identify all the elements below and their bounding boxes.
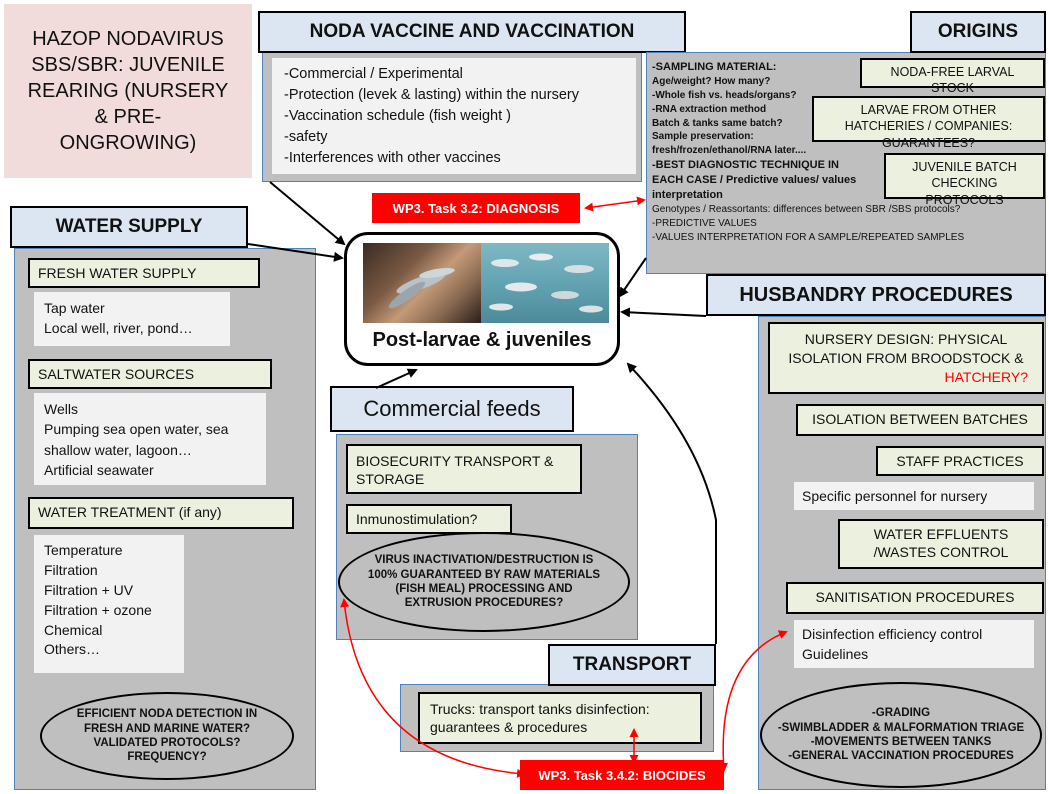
grading-line: -GRADING: [871, 707, 931, 720]
center-label: Post-larvae & juveniles: [372, 329, 592, 351]
husbandry-staff-practices: STAFF PRACTICES: [876, 446, 1044, 476]
saltwater-item: Wells: [44, 401, 78, 417]
saltwater-item: Artificial seawater: [44, 461, 154, 478]
sampling-line: fresh/frozen/ethanol/RNA later....: [652, 145, 807, 157]
arrow-diagnosis-origins: [584, 196, 646, 212]
sampling-line: Sample preservation:: [652, 131, 754, 143]
saltwater-item: shallow water, lagoon…: [44, 441, 192, 458]
fresh-water-list: Tap water Local well, river, pond…: [34, 292, 230, 346]
arrow-feeds-to-center: [375, 368, 418, 389]
sampling-line: -SAMPLING MATERIAL:: [652, 61, 777, 73]
treatment-item: Filtration + UV: [44, 581, 134, 598]
feeds-header: Commercial feeds: [330, 386, 574, 432]
vaccine-item: -safety: [284, 129, 328, 146]
husbandry-disinfection: Disinfection efficiency control Guidelin…: [794, 620, 1034, 668]
water-treatment-list: Temperature Filtration Filtration + UV F…: [34, 535, 184, 673]
origins-box-noda-free: NODA-FREE LARVAL STOCK: [860, 58, 1045, 95]
origins-sampling-text: -SAMPLING MATERIAL: Age/weight? How many…: [652, 60, 965, 272]
effluents-line: /WASTES CONTROL: [873, 544, 1009, 561]
arrow-transport-to-center: [626, 362, 717, 644]
transport-header: TRANSPORT: [548, 644, 716, 686]
husbandry-sanitisation: SANITISATION PROCEDURES: [786, 582, 1044, 614]
nursery-line: NURSERY DESIGN: PHYSICAL: [804, 331, 1008, 347]
treatment-item: Filtration: [44, 561, 98, 578]
husbandry-nursery-design: NURSERY DESIGN: PHYSICAL ISOLATION FROM …: [768, 322, 1044, 394]
origins-box-batch-checking: JUVENILE BATCH CHECKING PROTOCOLS: [884, 153, 1045, 207]
sampling-line: Batch & tanks same batch?: [652, 117, 783, 129]
fresh-water-item: Local well, river, pond…: [44, 320, 193, 337]
diagnosis-task-tag: WP3. Task 3.2: DIAGNOSIS: [372, 193, 580, 223]
arrow-water-to-center: [247, 243, 344, 262]
title-line: REARING (NURSERY: [27, 80, 229, 102]
vaccine-list: -Commercial / Experimental -Protection (…: [272, 58, 636, 174]
husbandry-staff-detail: Specific personnel for nursery: [794, 482, 1034, 510]
arrow-biocides-feeds: [340, 598, 526, 778]
title-line: & PRE-: [94, 106, 162, 128]
title-line: ONGROWING): [59, 132, 197, 154]
vaccine-item: -Vaccination schedule (fish weight ): [284, 108, 512, 125]
husbandry-effluents: WATER EFFLUENTS /WASTES CONTROL: [838, 519, 1044, 569]
sampling-line: interpretation: [652, 189, 723, 202]
sampling-line: -VALUES INTERPRETATION FOR A SAMPLE/REPE…: [652, 232, 965, 244]
vaccine-item: -Protection (levek & lasting) within the…: [284, 87, 579, 104]
fresh-water-item: Tap water: [44, 300, 105, 316]
title-line: SBS/SBR: JUVENILE: [31, 54, 225, 76]
sampling-line: Age/weight? How many?: [652, 76, 771, 88]
husbandry-grading-ellipse: -GRADING -SWIMBLADDER & MALFORMATION TRI…: [760, 682, 1042, 788]
arrow-vaccine-to-center: [269, 181, 346, 246]
nursery-line: ISOLATION FROM BROODSTOCK &: [788, 349, 1024, 366]
disinfection-line: Guidelines: [802, 646, 869, 663]
sampling-line: Genotypes / Reassortants: differences be…: [652, 204, 961, 216]
water-header: WATER SUPPLY: [10, 206, 248, 248]
arrow-origins-to-center: [618, 257, 647, 298]
saltwater-item: Pumping sea open water, sea: [44, 421, 229, 438]
sampling-line: -PREDICTIVE VALUES: [652, 218, 757, 230]
feeds-biosecurity: BIOSECURITY TRANSPORT & STORAGE: [346, 444, 582, 494]
grading-line: -SWIMBLADDER & MALFORMATION TRIAGE: [777, 721, 1025, 734]
sampling-line: -Whole fish vs. heads/organs?: [652, 89, 797, 101]
nursery-hatchery-highlight: HATCHERY?: [944, 368, 1028, 385]
effluents-line: WATER EFFLUENTS: [873, 526, 1009, 542]
disinfection-line: Disinfection efficiency control: [802, 626, 983, 642]
feeds-immunostimulation: Inmunostimulation?: [346, 504, 512, 534]
center-node: Post-larvae & juveniles: [344, 232, 620, 366]
arrow-husbandry-to-center: [620, 307, 707, 318]
water-detection-ellipse: EFFICIENT NODA DETECTION IN FRESH AND MA…: [40, 692, 294, 780]
diagram-title: HAZOP NODAVIRUS SBS/SBR: JUVENILE REARIN…: [4, 4, 252, 178]
grading-line: -MOVEMENTS BETWEEN TANKS: [810, 736, 992, 748]
grading-line: -GENERAL VACCINATION PROCEDURES: [788, 750, 1014, 763]
biocides-task-tag: WP3. Task 3.4.2: BIOCIDES: [520, 760, 724, 790]
vaccine-item: -Interferences with other vaccines: [284, 150, 501, 167]
title-line: HAZOP NODAVIRUS: [32, 28, 224, 50]
water-treatment-title: WATER TREATMENT (if any): [28, 497, 294, 529]
sampling-line: -BEST DIAGNOSTIC TECHNIQUE IN: [652, 158, 840, 171]
origins-box-other-hatcheries: LARVAE FROM OTHER HATCHERIES / COMPANIES…: [812, 96, 1045, 150]
treatment-item: Filtration + ozone: [44, 601, 152, 618]
arrow-biocides-disinfection: [719, 630, 788, 772]
treatment-item: Temperature: [44, 542, 123, 558]
fish-tank-photo: [481, 243, 609, 323]
husbandry-header: HUSBANDRY PROCEDURES: [706, 274, 1046, 316]
husbandry-isolation-batches: ISOLATION BETWEEN BATCHES: [796, 404, 1044, 436]
treatment-item: Chemical: [44, 621, 103, 638]
saltwater-title: SALTWATER SOURCES: [28, 359, 272, 389]
vaccine-item: -Commercial / Experimental: [284, 66, 463, 82]
sampling-line: EACH CASE / Predictive values/ values: [652, 174, 857, 187]
sampling-line: -RNA extraction method: [652, 103, 767, 115]
treatment-item: Others…: [44, 641, 101, 658]
vaccine-header: NODA VACCINE AND VACCINATION: [258, 11, 686, 53]
fish-hand-photo: [363, 243, 481, 323]
origins-header: ORIGINS: [910, 11, 1046, 53]
saltwater-list: Wells Pumping sea open water, sea shallo…: [34, 393, 266, 485]
fresh-water-title: FRESH WATER SUPPLY: [28, 258, 260, 288]
